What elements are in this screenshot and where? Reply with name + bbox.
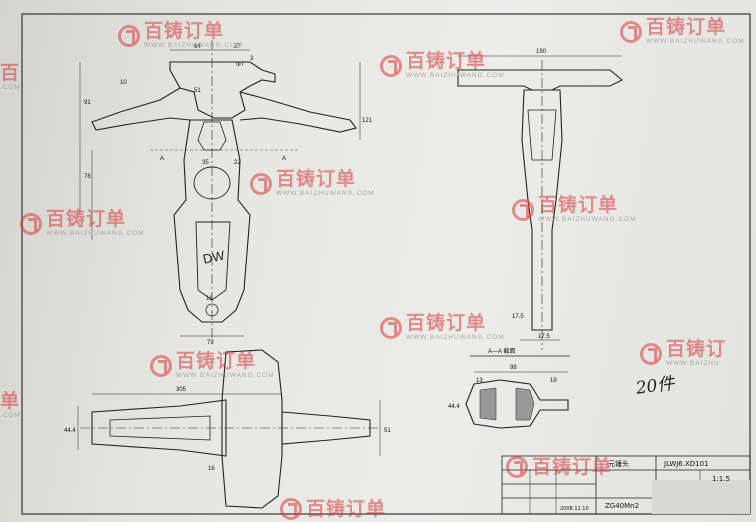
dim-17-5-bottom: 17.5: [538, 334, 550, 340]
drawing-border: [21, 13, 751, 515]
dim-16: 16: [206, 296, 213, 302]
dim-44-4-section: 44.4: [448, 404, 460, 410]
top-view: [77, 349, 381, 509]
title-scale: 1:1.5: [712, 475, 730, 483]
title-date: 2008.11.10: [560, 506, 589, 512]
dim-10: 10: [120, 80, 127, 86]
dim-76: 76: [84, 174, 91, 180]
dim-13: 13: [476, 378, 483, 384]
title-drawing-no: JLWJ6.XD101: [663, 460, 709, 468]
dim-190: 190: [536, 49, 547, 55]
handwritten-quantity: 20件: [634, 373, 678, 399]
dim-91: 91: [84, 100, 91, 106]
dim-121: 121: [362, 118, 373, 124]
dim-17-5-side: 17.5: [512, 314, 524, 320]
dim-27: 27: [234, 44, 241, 50]
dim-51: 51: [194, 88, 201, 94]
dim-305: 305: [176, 387, 187, 393]
dim-44-4: 44.4: [64, 428, 76, 434]
title-material: ZG40Mn2: [605, 502, 639, 510]
title-part-name: 元锤头: [608, 459, 629, 468]
redacted-area: [652, 480, 750, 514]
dim-22: 22: [234, 160, 241, 166]
dim-51-top: 51: [384, 428, 391, 434]
front-view: [79, 40, 361, 340]
dim-16-top: 16: [208, 466, 215, 472]
dim-3: 3: [250, 56, 254, 62]
section-title: A—A 截面: [488, 347, 515, 355]
section-a-a: [465, 355, 570, 429]
side-view: [457, 55, 623, 350]
dim-79: 79: [207, 340, 214, 346]
section-mark-right: A: [282, 156, 286, 162]
dim-phi7: Φ7: [236, 62, 245, 68]
part-mark: DW: [202, 247, 227, 266]
dim-35: 35: [202, 160, 209, 166]
dim-64: 64: [194, 44, 201, 50]
section-mark-left: A: [160, 156, 164, 162]
dim-19: 19: [550, 378, 557, 384]
dim-98: 98: [510, 365, 517, 371]
